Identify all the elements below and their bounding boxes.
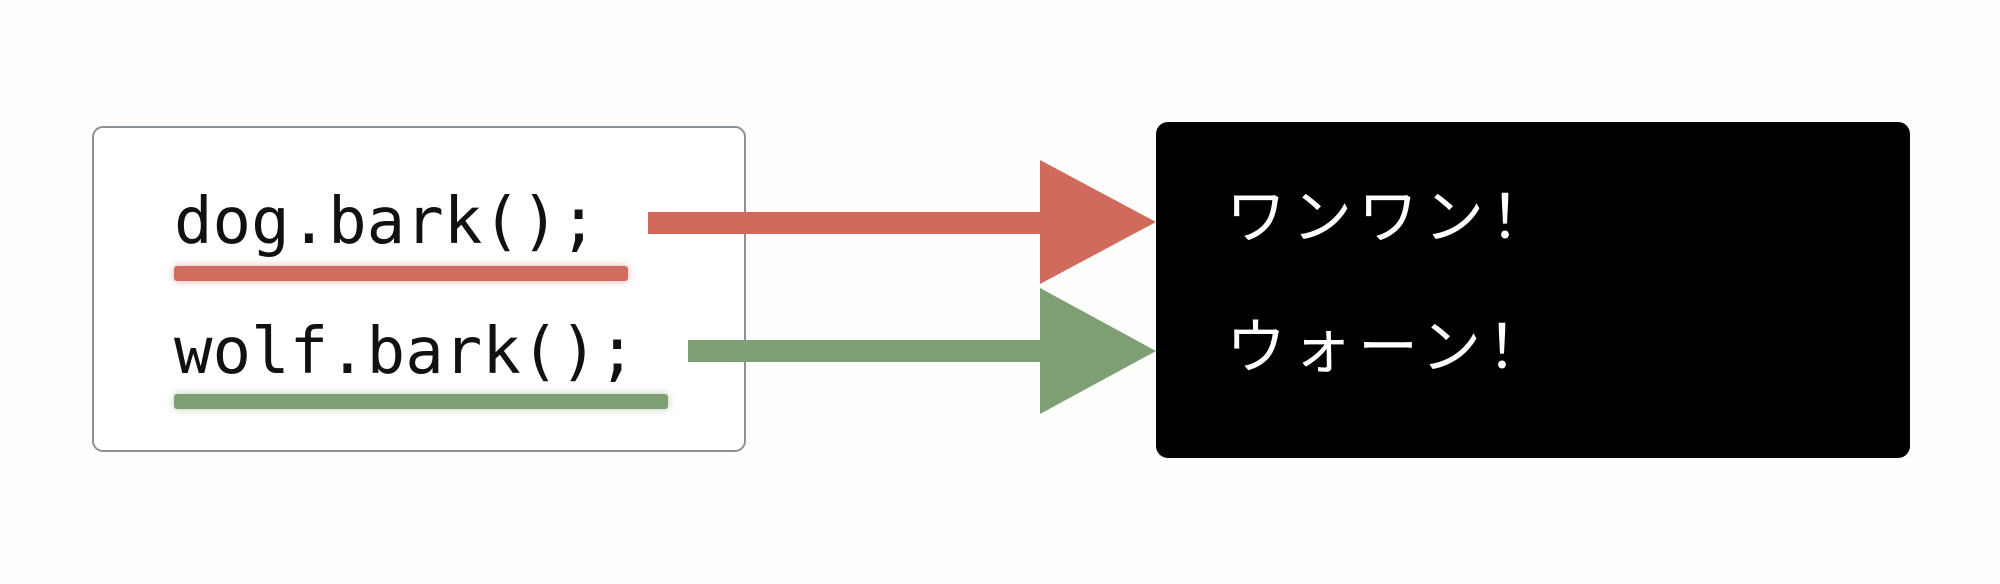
terminal-line-dog-output: ワンワン！ bbox=[1226, 183, 1556, 253]
arrow-red-head bbox=[1040, 160, 1156, 284]
code-line-dog-bark: dog.bark(); bbox=[174, 185, 598, 259]
terminal-output-panel: ワンワン！ ウォーン！ bbox=[1156, 122, 1910, 458]
code-line-wolf-bark: wolf.bark(); bbox=[174, 315, 637, 389]
arrow-green bbox=[688, 288, 1156, 414]
terminal-line-wolf-output: ウォーン！ bbox=[1226, 313, 1553, 383]
arrow-green-head bbox=[1040, 288, 1156, 414]
arrow-red bbox=[648, 160, 1156, 284]
code-underline-red bbox=[174, 266, 628, 281]
code-underline-green bbox=[174, 394, 668, 409]
arrow-green-shaft bbox=[688, 340, 1070, 362]
code-panel: dog.bark(); wolf.bark(); bbox=[92, 126, 746, 452]
arrow-red-shaft bbox=[648, 212, 1070, 234]
